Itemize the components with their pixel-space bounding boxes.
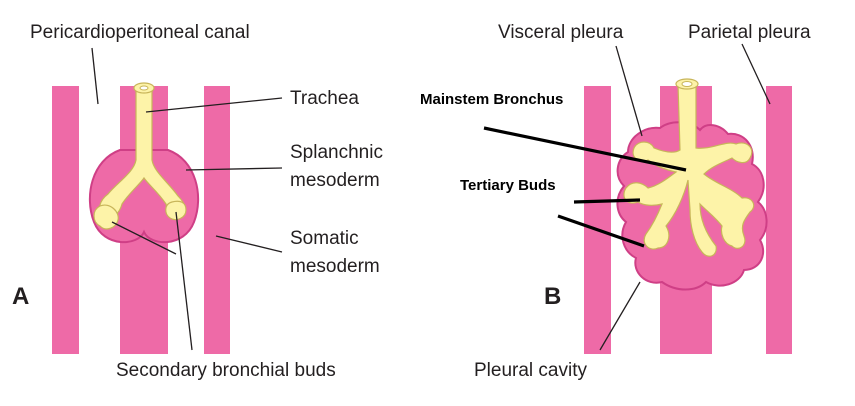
panel-b-left-parietal-bar — [584, 86, 611, 354]
leader-mainstem — [483, 126, 687, 172]
panel-b-letter: B — [544, 283, 561, 310]
panel-a-left-secondary-bud — [93, 204, 119, 230]
label-pleural-cavity: Pleural cavity — [474, 360, 587, 381]
label-splanchnic-line1: Splanchnic — [290, 142, 383, 163]
label-mainstem-bronchus: Mainstem Bronchus — [420, 91, 563, 108]
panel-a: Pericardioperitoneal canal Trachea Splan… — [12, 22, 383, 381]
label-pericardioperitoneal-canal: Pericardioperitoneal canal — [30, 22, 250, 43]
panel-b-right-parietal-bar — [766, 86, 792, 354]
panel-b-bronchial-tree — [623, 83, 755, 257]
label-splanchnic-line2: mesoderm — [290, 170, 380, 191]
label-tertiary-buds: Tertiary Buds — [460, 177, 556, 194]
leader-trachea — [145, 97, 283, 113]
panel-a-trachea-endoderm — [99, 87, 187, 219]
leader-visceral — [615, 45, 643, 137]
leader-secondary-right — [175, 211, 193, 351]
leader-tertiary-upper — [573, 198, 641, 204]
leader-parietal — [741, 43, 771, 105]
label-trachea: Trachea — [290, 88, 359, 109]
panel-a-right-somatic-bar — [204, 86, 230, 354]
leader-secondary-left — [111, 221, 177, 255]
panel-b-trachea-lumen — [681, 81, 693, 87]
leader-splanchnic — [185, 167, 283, 171]
panel-a-left-somatic-bar — [52, 86, 79, 354]
label-somatic-line2: mesoderm — [290, 256, 380, 277]
panel-a-trachea-lumen — [139, 85, 149, 91]
leader-pleural-cavity — [599, 281, 641, 351]
label-parietal-pleura: Parietal pleura — [688, 22, 811, 43]
panel-b: Visceral pleura Parietal pleura Mainstem… — [420, 22, 811, 381]
label-somatic-line1: Somatic — [290, 228, 359, 249]
label-visceral-pleura: Visceral pleura — [498, 22, 624, 43]
leader-tertiary-lower — [557, 214, 645, 248]
leader-somatic — [215, 235, 283, 253]
panel-a-letter: A — [12, 283, 29, 310]
label-secondary-bronchial-buds: Secondary bronchial buds — [116, 360, 336, 381]
panel-a-right-secondary-bud — [165, 200, 187, 221]
leader-canal — [91, 47, 99, 105]
